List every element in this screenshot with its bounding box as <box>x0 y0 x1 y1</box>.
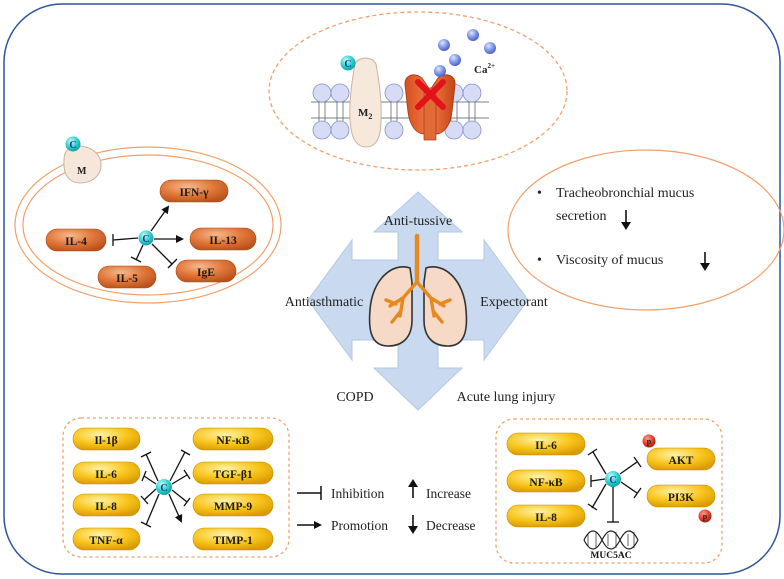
legend-promotion-label: Promotion <box>331 518 388 533</box>
up-arrow-icon <box>408 479 418 498</box>
down-arrow-icon <box>700 252 710 271</box>
immune-panel-inner <box>22 154 274 296</box>
pill-tnf-alpha: TNF-α <box>72 527 141 551</box>
compound-label-copd: C <box>160 483 167 494</box>
ali-panel-border <box>495 418 723 564</box>
svg-text:IL-8: IL-8 <box>535 512 557 524</box>
svg-text:IL-6: IL-6 <box>535 440 557 452</box>
m2-receptor <box>349 57 382 148</box>
effect-acute-lung-injury: Acute lung injury <box>457 390 556 405</box>
down-arrow-icon <box>621 210 631 230</box>
effect-anti-tussive: Anti-tussive <box>384 214 452 229</box>
svg-text:NF-κB: NF-κB <box>529 477 563 489</box>
compound-ball-ali <box>605 471 621 487</box>
block-x-icon <box>415 79 446 110</box>
svg-text:NF-κB: NF-κB <box>216 435 250 447</box>
pill-il-1b: Il-1β <box>72 427 141 451</box>
pill-pi3k: PI3K <box>646 484 716 508</box>
down-arrow-icon <box>408 515 418 534</box>
ali-connectors <box>587 448 642 523</box>
svg-text:IL-8: IL-8 <box>95 501 117 513</box>
svg-text:IL-5: IL-5 <box>116 273 138 285</box>
svg-text:TIMP-1: TIMP-1 <box>213 535 253 547</box>
phospho-badge-akt: p <box>642 434 656 448</box>
calcium-label: Ca2+ <box>474 62 495 76</box>
pill-nf-kb-ali: NF-κB <box>506 469 586 493</box>
immune-panel-outer <box>14 146 282 304</box>
membrane-panel-border <box>268 11 568 171</box>
svg-text:p: p <box>647 437 652 446</box>
svg-text:IL-6: IL-6 <box>95 469 117 481</box>
svg-text:p: p <box>703 512 708 521</box>
pill-il-6-copd: IL-6 <box>72 461 141 485</box>
pill-il-8-copd: IL-8 <box>72 493 141 517</box>
pill-timp-1: TIMP-1 <box>192 527 274 551</box>
legend-decrease-label: Decrease <box>426 518 475 533</box>
svg-text:Il-1β: Il-1β <box>94 435 117 447</box>
pill-il-8-ali: IL-8 <box>506 504 586 528</box>
effect-expectorant: Expectorant <box>480 295 548 310</box>
svg-text:MMP-9: MMP-9 <box>214 501 253 513</box>
svg-text:•: • <box>537 186 542 201</box>
pill-nf-kb-copd: NF-κB <box>192 427 274 451</box>
svg-text:IFN-γ: IFN-γ <box>179 187 209 199</box>
compound-label-ali: C <box>609 475 616 486</box>
svg-text:PI3K: PI3K <box>668 492 694 504</box>
phospho-badge-pi3k: p <box>698 509 712 523</box>
pill-il-4: IL-4 <box>45 228 107 252</box>
pill-ige: IgE <box>175 259 237 283</box>
copd-panel-border <box>62 417 290 558</box>
compound-label-membrane: C <box>344 59 351 70</box>
compound-ball-immune <box>138 230 154 246</box>
mucus-item-2: Viscosity of mucus <box>556 253 663 268</box>
legend-increase-label: Increase <box>426 486 471 501</box>
mucus-list: • Tracheobronchial mucus secretion • Vis… <box>537 186 710 271</box>
calcium-ions <box>434 29 496 77</box>
compound-label-immune: C <box>142 234 149 245</box>
svg-text:TGF-β1: TGF-β1 <box>213 469 253 481</box>
m-receptor-label: M <box>77 166 87 177</box>
pill-il-6-ali: IL-6 <box>506 432 586 456</box>
mucus-panel-border <box>507 149 784 311</box>
svg-text:TNF-α: TNF-α <box>89 535 123 547</box>
compound-ball-membrane <box>340 55 356 71</box>
legend-inhibition-symbol <box>297 486 322 500</box>
pill-akt: AKT <box>646 447 716 471</box>
svg-text:IL-4: IL-4 <box>65 236 87 248</box>
effect-copd: COPD <box>336 390 373 405</box>
pill-tgf-b1: TGF-β1 <box>192 461 274 485</box>
copd-connectors <box>140 449 191 528</box>
legend-inhibition-label: Inhibition <box>331 486 384 501</box>
svg-text:IL-13: IL-13 <box>209 235 237 247</box>
dna-helix-icon <box>583 530 639 550</box>
svg-text:IgE: IgE <box>197 267 215 279</box>
lung-icon <box>368 233 468 347</box>
m2-label: M2 <box>358 107 372 121</box>
mucus-item-1b: secretion <box>556 209 607 224</box>
pill-il-13: IL-13 <box>189 227 257 251</box>
pill-il-5: IL-5 <box>97 265 157 289</box>
compound-label-immune-top: C <box>69 140 76 151</box>
pill-mmp-9: MMP-9 <box>192 493 274 517</box>
pill-ifn-gamma: IFN-γ <box>159 179 229 203</box>
immune-connectors <box>112 205 184 269</box>
gene-label-muc5ac: MUC5AC <box>590 551 631 561</box>
compound-ball-immune-top <box>65 136 81 152</box>
svg-text:AKT: AKT <box>669 455 694 467</box>
effect-antiasthmatic: Antiasthmatic <box>285 295 364 310</box>
mucus-item-1a: Tracheobronchial mucus <box>556 186 694 201</box>
cross-arrows <box>307 191 529 411</box>
compound-ball-copd <box>156 479 172 495</box>
svg-text:•: • <box>537 253 542 268</box>
